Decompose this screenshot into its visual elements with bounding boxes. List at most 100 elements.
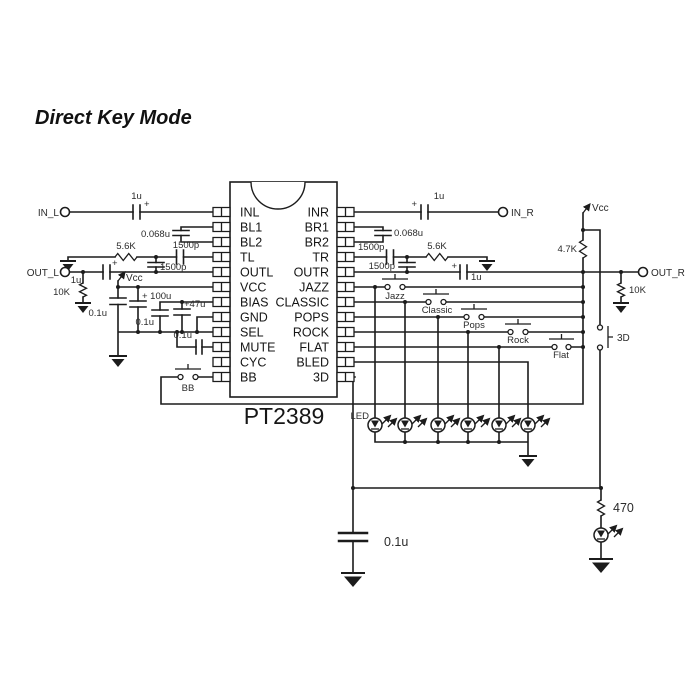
label-res-10k-left: 10K <box>53 287 71 298</box>
capacitor-input-left <box>132 204 141 220</box>
capacitor-br <box>374 229 392 237</box>
label-vcc-right: Vcc <box>592 203 609 214</box>
pushbutton-pops <box>461 304 487 321</box>
ic-body <box>229 181 338 398</box>
label-cap-bottom: 0.1u <box>384 535 408 549</box>
pin-pops: POPS <box>294 311 329 325</box>
pin-bl2: BL2 <box>240 236 262 250</box>
led-3d-indicator <box>593 524 624 543</box>
label-button-rock: Rock <box>507 335 529 346</box>
capacitor-bias-47u <box>173 308 191 316</box>
pin-rock: ROCK <box>293 326 330 340</box>
ground-tl-left <box>60 260 76 271</box>
wires-net <box>67 211 639 574</box>
vcc-symbol-right <box>582 202 591 214</box>
pin-vcc: VCC <box>240 281 266 295</box>
pushbutton-rock <box>505 319 531 336</box>
pin-br2: BR2 <box>305 236 329 250</box>
label-plus-inl: + <box>144 199 150 210</box>
led-4 <box>460 414 491 433</box>
junction-dots <box>81 228 623 490</box>
resistor-470-led <box>596 499 606 517</box>
label-in-l: IN_L <box>38 208 60 219</box>
ground-10k-right <box>613 302 629 313</box>
resistor-5k6-left <box>114 252 138 262</box>
label-cap-01u-vcc: 0.1u <box>89 308 108 319</box>
led-1 <box>367 414 398 433</box>
label-button-flat: Flat <box>553 350 569 361</box>
ic-part-number: PT2389 <box>244 403 325 429</box>
ic-notch <box>250 181 306 210</box>
label-button-classic: Classic <box>422 305 453 316</box>
capacitor-bulk-100u <box>129 300 147 308</box>
pushbutton-jazz <box>382 274 408 291</box>
capacitor-vcc-decoupling <box>109 297 127 306</box>
ground-led-rail <box>519 455 537 467</box>
pin-outl: OUTL <box>240 266 273 280</box>
label-cap-1u-outl: 1u <box>71 275 82 286</box>
capacitor-bottom-01u <box>337 531 369 543</box>
pin-bl1: BL1 <box>240 221 262 235</box>
ground-tr-right <box>479 260 495 271</box>
pin-mute: MUTE <box>240 341 275 355</box>
label-button-jazz: Jazz <box>385 291 405 302</box>
pin-classic: CLASSIC <box>276 296 330 310</box>
capacitor-mute <box>195 339 203 355</box>
pin-tl: TL <box>240 251 255 265</box>
label-cap-01u-mute: 0.1u <box>174 330 193 341</box>
label-out-r: OUT_R <box>651 268 685 279</box>
capacitor-output-left <box>102 264 111 280</box>
switch-3d <box>596 324 613 351</box>
label-led-row: LED <box>351 411 370 422</box>
terminal-in-r <box>497 206 509 218</box>
label-cap-1u-outr: 1u <box>471 272 482 283</box>
label-cap-100u: + 100u <box>142 291 171 302</box>
label-cap-01u-bias: 0.1u <box>136 317 155 328</box>
pin-sel: SEL <box>240 326 264 340</box>
label-cap-1u-inr: 1u <box>434 191 445 202</box>
ground-bottom-cap <box>341 572 365 587</box>
label-plus-outr: + <box>451 261 457 272</box>
label-cap-bl: 0.068u <box>141 229 170 240</box>
led-2 <box>397 414 428 433</box>
resistor-10k-right <box>616 282 626 298</box>
pushbutton-bb <box>175 364 201 381</box>
capacitor-input-right <box>420 204 429 220</box>
label-in-r: IN_R <box>511 208 534 219</box>
pin-jazz: JAZZ <box>299 281 329 295</box>
capacitor-bias-01u <box>151 309 169 317</box>
terminal-in-l <box>59 206 71 218</box>
led-3 <box>430 414 461 433</box>
label-res-4k7: 4.7K <box>557 244 577 255</box>
label-cap-47u: +47u <box>184 299 205 310</box>
pin-cyc: CYC <box>240 356 266 370</box>
pin-outr: OUTR <box>294 266 329 280</box>
led-6 <box>520 414 551 433</box>
label-cap-1500p-tl-shunt: 1500p <box>160 262 186 273</box>
terminal-out-l <box>59 266 71 278</box>
pin-bled: BLED <box>296 356 329 370</box>
resistor-4k7-pullup <box>578 239 588 259</box>
capacitor-bl <box>172 229 190 237</box>
label-out-l: OUT_L <box>27 268 60 279</box>
pin-bb: BB <box>240 371 257 385</box>
capacitor-tr-series <box>385 249 395 265</box>
label-switch-3d: 3D <box>617 333 630 344</box>
pin-br1: BR1 <box>305 221 329 235</box>
page-title: Direct Key Mode <box>35 107 192 129</box>
pushbutton-flat <box>549 334 574 351</box>
label-res-5k6-left: 5.6K <box>116 241 136 252</box>
resistor-5k6-right <box>425 252 449 262</box>
ic-pins-right <box>336 206 355 383</box>
pin-inl: INL <box>240 206 260 220</box>
capacitor-tl-shunt <box>147 261 165 268</box>
resistor-10k-left <box>78 282 88 298</box>
ground-10k-left <box>75 302 91 313</box>
pin-tr: TR <box>312 251 329 265</box>
ground-rail-left <box>109 355 127 367</box>
label-cap-1500p-tl-series: 1500p <box>173 240 199 251</box>
label-button-bb: BB <box>182 383 195 394</box>
label-cap-1u-inl: 1u <box>131 191 142 202</box>
vcc-symbol-left <box>117 270 126 282</box>
